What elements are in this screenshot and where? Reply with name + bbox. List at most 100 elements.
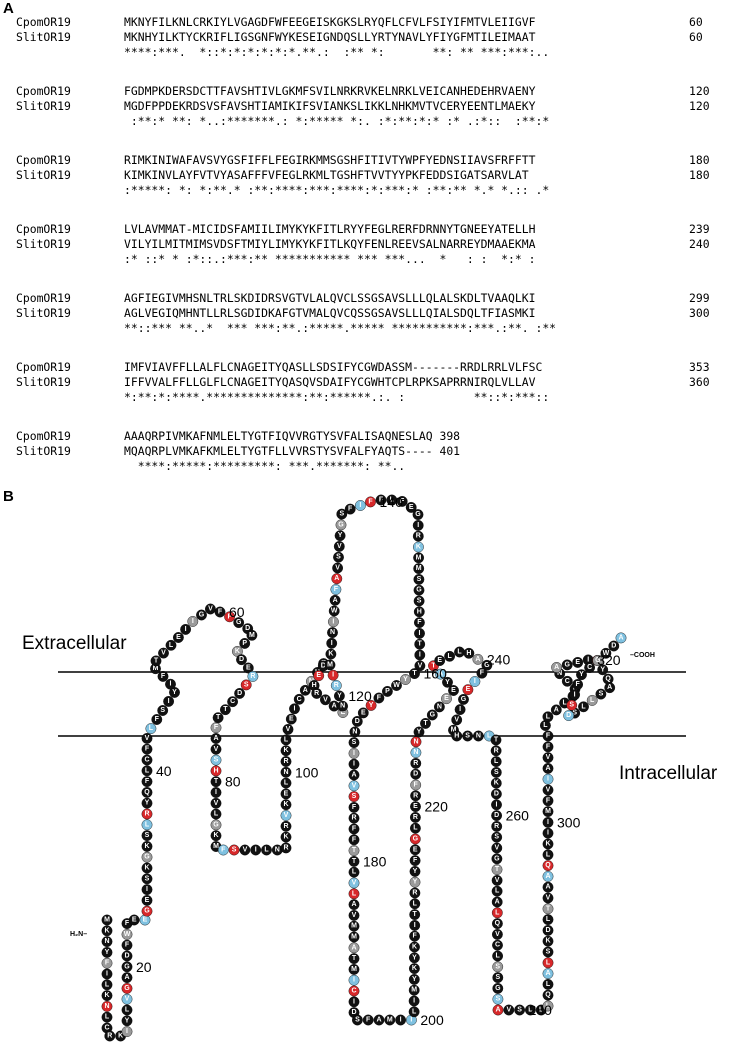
residue-16	[121, 1004, 133, 1016]
residue-295	[542, 870, 554, 882]
residue-184	[348, 899, 360, 910]
residue-43	[141, 732, 153, 744]
residue-letter: M	[416, 565, 422, 572]
residue-letter: D	[237, 690, 242, 697]
residue-101	[280, 756, 292, 767]
residue-letter: T	[418, 641, 423, 648]
residue-19	[121, 972, 133, 983]
residue-letter: M	[416, 554, 422, 561]
residue-letter: K	[104, 992, 109, 999]
residue-letter: I	[414, 922, 416, 929]
residue-letter: C	[297, 696, 302, 703]
residue-letter: T	[413, 911, 418, 918]
residue-letter: I	[359, 502, 361, 509]
residue-letter: A	[618, 634, 623, 641]
residue-letter: V	[494, 845, 499, 852]
seq-name-cpomor19: CpomOR19	[16, 153, 71, 167]
residue-letter: Q	[144, 789, 150, 796]
residue-letter: L	[546, 1003, 551, 1010]
position-label-260: 260	[506, 808, 530, 824]
residue-letter: N	[476, 733, 481, 740]
residue-letter: R	[283, 823, 288, 830]
residue-270	[491, 918, 503, 929]
residue-65	[239, 637, 251, 649]
residue-letter: N	[104, 1003, 109, 1010]
residue-98	[280, 788, 292, 800]
residue-letter: T	[495, 866, 500, 873]
alignment-seq-slitor19: MKNHYILKTYCKRIFLIGSGNFWYKESEIGNDQSLLYRTY…	[124, 30, 536, 44]
residue-115	[311, 687, 323, 699]
residue-letter: F	[145, 746, 150, 753]
residue-letter: L	[539, 1007, 544, 1014]
residue-letter: S	[145, 832, 150, 839]
residue-letter: R	[334, 682, 339, 689]
alignment-conservation: *:**:*:****.**************:**:******.:. …	[124, 390, 550, 404]
residue-letter: I	[419, 652, 421, 659]
residue-144	[405, 502, 417, 513]
position-label-60: 60	[229, 604, 245, 620]
residue-letter: F	[218, 609, 223, 616]
residue-190	[348, 963, 360, 975]
residue-letter: Y	[579, 671, 584, 678]
residue-letter: V	[161, 650, 166, 657]
residue-264	[491, 853, 503, 865]
residue-letter: I	[474, 678, 476, 685]
residue-178	[348, 834, 360, 846]
residue-129	[329, 594, 341, 606]
residue-letter: Y	[145, 800, 150, 807]
residue-22	[121, 939, 133, 951]
residue-letter: S	[495, 963, 500, 970]
residue-267	[491, 885, 503, 897]
residue-letter: K	[104, 927, 109, 934]
residue-letter: G	[430, 712, 436, 719]
residue-330	[566, 699, 578, 711]
residue-58	[196, 609, 207, 621]
residue-letter: T	[216, 714, 221, 721]
residue-259	[491, 799, 502, 811]
residue-letter: L	[495, 909, 500, 916]
residue-311	[550, 704, 562, 716]
residue-77	[210, 743, 222, 755]
residue-1	[101, 914, 113, 926]
residue-158	[414, 649, 426, 661]
residue-letter: D	[239, 656, 244, 663]
residue-136	[335, 519, 347, 531]
alignment-seq-cpomor19: MKNYFILKNLCRKIYLVGAGDFWFEEGEISKGKSLRYQFL…	[124, 15, 536, 29]
residue-letter: M	[351, 934, 357, 941]
seq-name-cpomor19: CpomOR19	[16, 84, 71, 98]
residue-237	[444, 650, 455, 662]
residue-294	[542, 881, 554, 893]
residue-letter: L	[543, 722, 548, 729]
residue-319	[572, 656, 584, 668]
residue-166	[357, 707, 369, 719]
residue-letter: G	[199, 612, 205, 619]
residue-letter: T	[412, 670, 417, 677]
residue-letter: S	[336, 554, 341, 561]
residue-letter: S	[244, 681, 249, 688]
residue-letter: W	[393, 682, 400, 689]
residue-letter: S	[546, 949, 551, 956]
residue-letter: C	[351, 988, 356, 995]
residue-224	[410, 757, 422, 769]
residue-letter: T	[352, 847, 357, 854]
residue-letter: Y	[417, 729, 422, 736]
residue-275	[492, 972, 504, 983]
residue-letter: K	[283, 747, 288, 754]
residue-156	[414, 627, 425, 639]
residue-20	[121, 961, 133, 973]
residue-letter: M	[387, 1017, 393, 1024]
residue-letter: K	[144, 843, 149, 850]
residue-letter: E	[444, 695, 449, 702]
residue-187	[348, 931, 360, 943]
residue-105	[285, 713, 297, 725]
residue-269	[491, 907, 503, 919]
residue-124	[325, 648, 337, 660]
residue-222	[410, 779, 422, 791]
alignment-seq-slitor19: MGDFPPDEKRDSVSFAVSHTIAMIKIFSVIANKSLIKKLN…	[124, 99, 536, 113]
residue-163	[381, 685, 393, 697]
residue-226	[410, 736, 422, 748]
residue-318	[561, 659, 573, 671]
seq-name-slitor19: SlitOR19	[16, 30, 71, 44]
residue-letter: K	[235, 648, 240, 655]
residue-letter: I	[547, 776, 549, 783]
